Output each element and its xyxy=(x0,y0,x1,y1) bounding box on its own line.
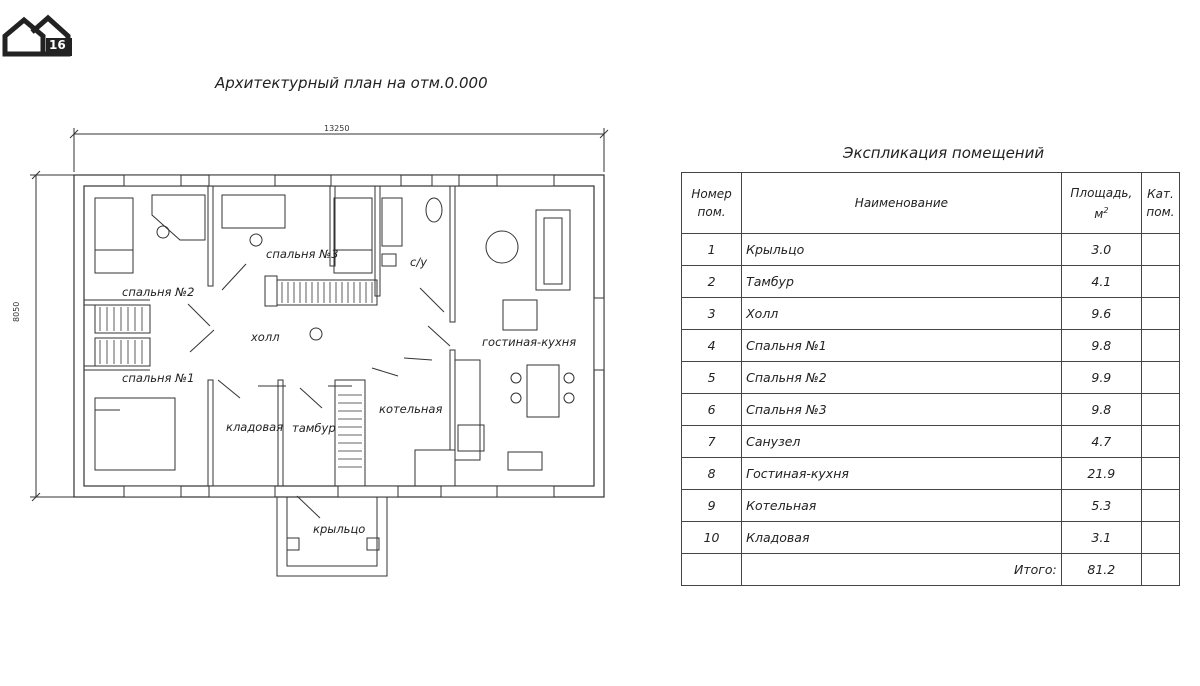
table-row: 6 Спальня №3 9.8 xyxy=(680,393,1181,426)
table-row: 8 Гостиная-кухня 21.9 xyxy=(680,457,1181,490)
table-row: 4 Спальня №1 9.8 xyxy=(680,329,1181,362)
header-name: Наименование xyxy=(741,172,1062,234)
room-label-storage: кладовая xyxy=(226,420,284,434)
room-label-bathroom: с/у xyxy=(410,255,428,269)
table-row: 3 Холл 9.6 xyxy=(680,297,1181,330)
table-row: 7 Санузел 4.7 xyxy=(680,425,1181,458)
table-row: 2 Тамбур 4.1 xyxy=(680,265,1181,298)
table-row: 9 Котельная 5.3 xyxy=(680,489,1181,522)
dimension-height: 8050 xyxy=(12,301,21,322)
room-label-boiler: котельная xyxy=(379,402,443,416)
room-label-living-kitchen: гостиная-кухня xyxy=(482,335,577,349)
table-row: 1 Крыльцо 3.0 xyxy=(680,233,1181,266)
table-header-row: Номер пом. Наименование Площадь, м2 Кат.… xyxy=(680,172,1181,234)
table-row: 10 Кладовая 3.1 xyxy=(680,521,1181,554)
header-area: Площадь, м2 xyxy=(1060,172,1142,234)
room-label-bedroom3: спальня №3 xyxy=(266,247,339,261)
table-row: 5 Спальня №2 9.9 xyxy=(680,361,1181,394)
explication-title: Экспликация помещений xyxy=(843,144,1045,162)
room-label-porch: крыльцо xyxy=(313,522,366,536)
room-label-bedroom1: спальня №1 xyxy=(122,371,195,385)
room-label-bedroom2: спальня №2 xyxy=(122,285,195,299)
room-label-hall: холл xyxy=(251,330,280,344)
logo-text: 16 xyxy=(49,38,66,52)
explication-table: Номер пом. Наименование Площадь, м2 Кат.… xyxy=(680,172,1181,586)
header-category: Кат. пом. xyxy=(1140,172,1181,234)
dimension-width: 13250 xyxy=(324,124,350,133)
total-label: Итого: xyxy=(741,553,1062,586)
logo xyxy=(2,14,72,57)
header-number: Номер пом. xyxy=(680,172,743,234)
table-total-row: Итого: 81.2 xyxy=(680,553,1181,586)
total-value: 81.2 xyxy=(1060,553,1142,586)
plan-title: Архитектурный план на отм.0.000 xyxy=(215,74,488,92)
room-label-vestibule: тамбур xyxy=(292,421,336,435)
